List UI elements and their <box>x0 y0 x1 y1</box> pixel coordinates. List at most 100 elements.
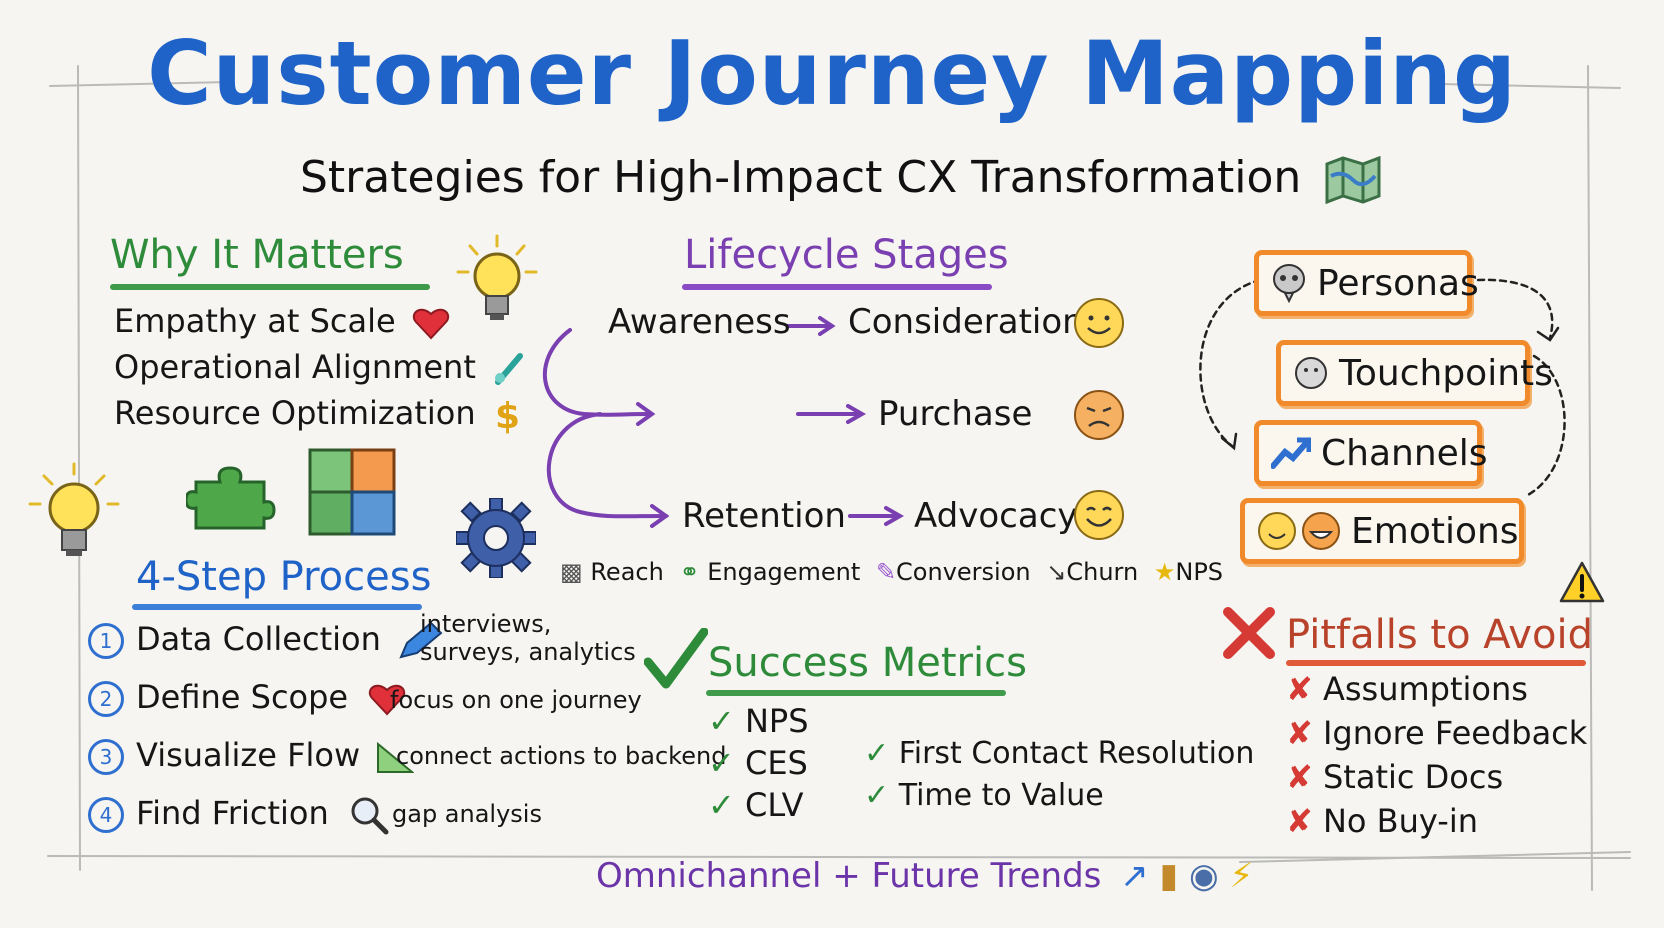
element-cycle-arrows <box>1199 278 1566 498</box>
arrow-up-right-icon: ↗ <box>1120 856 1149 896</box>
bar-chart-icon: ▩ <box>560 558 583 586</box>
metric-fcr: First Contact Resolution <box>898 736 1255 771</box>
kpi-reach: Reach <box>590 558 664 586</box>
pitfalls-heading: Pitfalls to Avoid <box>1286 612 1593 658</box>
stage-retention: Retention <box>682 496 846 536</box>
cross-icon: ✘ <box>1286 670 1313 708</box>
happy-face-icon <box>1074 490 1124 540</box>
puzzle-piece-icon <box>186 466 276 530</box>
check-icon: ✓ <box>864 778 890 813</box>
trend-down-icon: ↘ <box>1046 558 1067 586</box>
lifecycle-flow-arrows <box>542 316 905 528</box>
footer-text: Omnichannel + Future Trends ↗ ▮ ◉ ⚡ <box>596 856 1253 896</box>
metric-left-2: ✓ CES <box>708 744 808 782</box>
robot-icon: ◉ <box>1189 856 1219 896</box>
warning-icon <box>1559 561 1605 603</box>
stage-advocacy: Advocacy <box>914 496 1078 536</box>
step-number-2: 2 <box>88 681 124 717</box>
process-step-3: 3 Visualize Flow <box>88 736 416 775</box>
heart-icon-2 <box>369 684 406 716</box>
why-item-2: Operational Alignment <box>114 348 526 386</box>
gear-icon <box>456 498 536 578</box>
why-item-1: Empathy at Scale <box>114 302 450 340</box>
process-underline <box>132 604 422 610</box>
pencil-icon <box>399 621 443 659</box>
why-heading: Why It Matters <box>110 232 404 278</box>
lifecycle-underline <box>682 284 992 290</box>
check-icon: ✓ <box>708 702 735 740</box>
step-3-label: Visualize Flow <box>136 736 361 774</box>
metric-nps: NPS <box>744 702 809 740</box>
metrics-heading: Success Metrics <box>708 640 1027 686</box>
why-underline <box>110 284 430 290</box>
pitfalls-underline <box>1286 660 1586 666</box>
metrics-underline <box>706 690 1006 696</box>
emotions-label: Emotions <box>1351 510 1519 552</box>
pitfall-2-label: Ignore Feedback <box>1322 714 1588 752</box>
kpi-churn: Churn <box>1066 558 1139 586</box>
metric-right-1: ✓ First Contact Resolution <box>864 736 1254 771</box>
subtitle-text: Strategies for High-Impact CX Transforma… <box>300 152 1302 203</box>
lightning-icon: ⚡ <box>1229 856 1254 896</box>
personas-label: Personas <box>1317 262 1479 304</box>
check-icon: ✓ <box>864 736 890 771</box>
pitfall-3-label: Static Docs <box>1322 758 1504 796</box>
kpi-conversion: Conversion <box>896 558 1031 586</box>
cross-icon: ✘ <box>1286 802 1313 840</box>
process-step-4: 4 Find Friction <box>88 794 389 835</box>
frown-face-icon <box>1074 390 1124 440</box>
metric-right-2: ✓ Time to Value <box>864 778 1104 813</box>
step-4-note: gap analysis <box>392 800 542 828</box>
why-item-3: Resource Optimization $ <box>114 394 522 437</box>
pitfall-4: ✘ No Buy-in <box>1286 802 1478 840</box>
pitfall-2: ✘ Ignore Feedback <box>1286 714 1587 752</box>
check-icon: ✓ <box>708 786 735 824</box>
lightbulb-icon-2 <box>28 462 120 556</box>
star-icon: ★ <box>1153 558 1176 586</box>
step-number-4: 4 <box>88 797 124 833</box>
persona-icon <box>1271 263 1307 303</box>
step-number-3: 3 <box>88 739 124 775</box>
pitfall-1-label: Assumptions <box>1322 670 1528 708</box>
big-check-icon <box>644 628 708 689</box>
why-item-1-label: Empathy at Scale <box>114 302 396 340</box>
metric-clv: CLV <box>744 786 804 824</box>
map-icon <box>1325 155 1381 205</box>
big-cross-icon <box>1223 607 1275 659</box>
cross-icon: ✘ <box>1286 758 1313 796</box>
element-touchpoints: Touchpoints <box>1276 340 1553 406</box>
stage-consideration: Consideration <box>848 302 1084 342</box>
element-emotions: Emotions <box>1240 498 1524 564</box>
page-title: Customer Journey Mapping <box>147 22 1517 125</box>
metric-left-1: ✓ NPS <box>708 702 809 740</box>
step-number-1: 1 <box>88 623 124 659</box>
pitfall-1: ✘ Assumptions <box>1286 670 1528 708</box>
clipboard-icon: ▮ <box>1159 856 1179 896</box>
cross-icon: ✘ <box>1286 714 1313 752</box>
smile-face-icon <box>1074 298 1124 348</box>
footer-label: Omnichannel + Future Trends <box>596 856 1102 896</box>
step-2-note: focus on one journey <box>390 686 642 714</box>
check-icon: ✓ <box>708 744 735 782</box>
process-heading: 4-Step Process <box>136 554 432 600</box>
metric-left-3: ✓ CLV <box>708 786 804 824</box>
metric-ttv: Time to Value <box>898 778 1104 813</box>
trend-arrow-icon <box>1271 436 1311 470</box>
step-3-note: connect actions to backend <box>396 742 727 770</box>
step-1-note-2: surveys, analytics <box>420 638 636 666</box>
lifecycle-heading: Lifecycle Stages <box>684 232 1009 278</box>
step-4-label: Find Friction <box>136 794 329 832</box>
why-item-3-label: Resource Optimization <box>114 394 476 432</box>
touchpoints-label: Touchpoints <box>1339 352 1553 394</box>
kpi-nps: NPS <box>1175 558 1224 586</box>
metric-ces: CES <box>744 744 808 782</box>
stage-awareness: Awareness <box>608 302 791 342</box>
magnifier-icon <box>351 797 389 835</box>
pitfall-4-label: No Buy-in <box>1322 802 1478 840</box>
dollar-icon: $ <box>495 396 520 437</box>
svg-text:$: $ <box>495 396 520 435</box>
lightbulb-icon <box>456 234 538 320</box>
face-outline-icon <box>1293 355 1329 391</box>
